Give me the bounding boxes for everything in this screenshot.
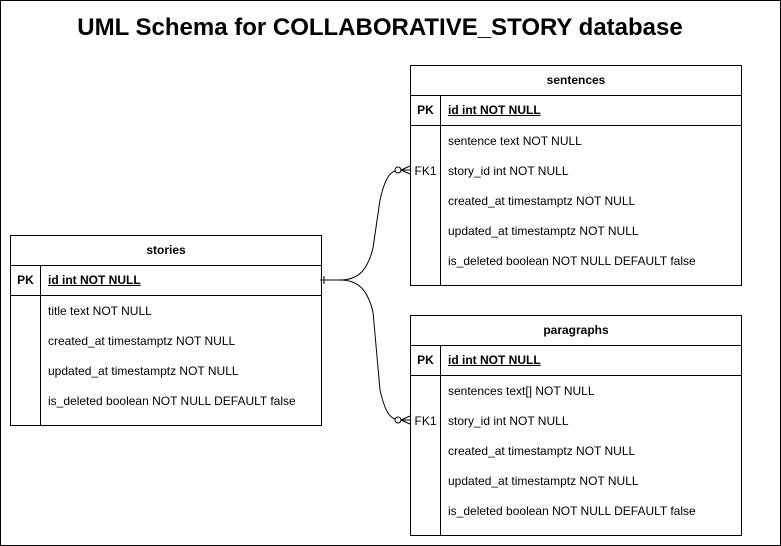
crow-foot-marker xyxy=(400,165,411,175)
field-row: story_id int NOT NULL xyxy=(448,164,569,178)
field-row: story_id int NOT NULL xyxy=(448,414,569,428)
pk-label: PK xyxy=(417,103,434,117)
field-list: sentence text NOT NULL FK1 story_id int … xyxy=(411,126,741,285)
entity-stories[interactable]: stories PK id int NOT NULL title text NO… xyxy=(10,235,322,426)
field-row: sentences text[] NOT NULL xyxy=(448,384,595,398)
field-row: created_at timestamptz NOT NULL xyxy=(48,334,236,348)
field-row: created_at timestamptz NOT NULL xyxy=(448,194,636,208)
field-row: updated_at timestamptz NOT NULL xyxy=(48,364,239,378)
field-row: is_deleted boolean NOT NULL DEFAULT fals… xyxy=(448,254,696,268)
field-row: updated_at timestamptz NOT NULL xyxy=(448,474,639,488)
primary-key-row: PK id int NOT NULL xyxy=(411,346,741,376)
primary-key-row: PK id int NOT NULL xyxy=(411,96,741,126)
pk-field: id int NOT NULL xyxy=(448,353,541,367)
field-list: sentences text[] NOT NULL FK1 story_id i… xyxy=(411,376,741,535)
field-list: title text NOT NULL created_at timestamp… xyxy=(11,296,321,425)
field-row: is_deleted boolean NOT NULL DEFAULT fals… xyxy=(48,394,296,408)
pk-field: id int NOT NULL xyxy=(448,103,541,117)
crow-foot-marker xyxy=(400,415,411,425)
field-row: is_deleted boolean NOT NULL DEFAULT fals… xyxy=(448,504,696,518)
field-row: updated_at timestamptz NOT NULL xyxy=(448,224,639,238)
entity-sentences[interactable]: sentences PK id int NOT NULL sentence te… xyxy=(410,65,742,286)
entity-paragraphs[interactable]: paragraphs PK id int NOT NULL sentences … xyxy=(410,315,742,536)
fk-label: FK1 xyxy=(414,414,437,428)
field-row: sentence text NOT NULL xyxy=(448,134,582,148)
zero-marker xyxy=(394,166,402,174)
field-row: title text NOT NULL xyxy=(48,304,152,318)
primary-key-row: PK id int NOT NULL xyxy=(11,266,321,296)
pk-label: PK xyxy=(417,353,434,367)
relationship-line-stories-paragraphs xyxy=(320,279,410,421)
pk-label: PK xyxy=(17,273,34,287)
zero-marker xyxy=(394,416,402,424)
diagram-title: UML Schema for COLLABORATIVE_STORY datab… xyxy=(77,14,683,41)
fk-label: FK1 xyxy=(414,164,437,178)
entity-name: sentences xyxy=(411,66,741,96)
relationship-line-stories-sentences xyxy=(320,169,410,281)
field-row: created_at timestamptz NOT NULL xyxy=(448,444,636,458)
pk-field: id int NOT NULL xyxy=(48,273,141,287)
entity-name: paragraphs xyxy=(411,316,741,346)
entity-name: stories xyxy=(11,236,321,266)
